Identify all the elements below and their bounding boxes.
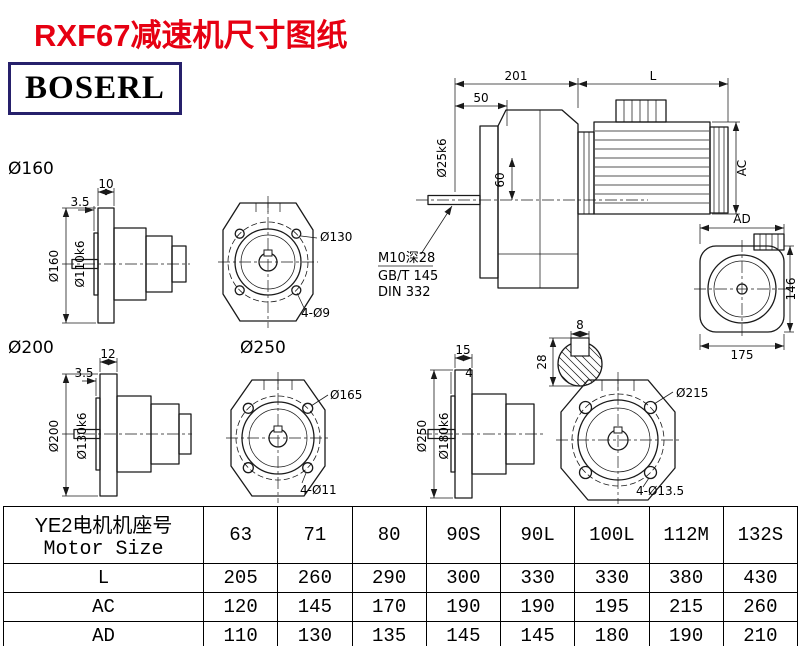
size-col-header: 132S <box>722 506 799 564</box>
note-tap: M10深28 <box>378 251 435 266</box>
flange160-spigot-label: 3.5 <box>70 195 89 209</box>
table-cell: 300 <box>425 563 502 593</box>
table-cell: 130 <box>277 621 353 646</box>
flange250-group-label: Ø250 <box>240 338 286 358</box>
flange160-thickness-label: 10 <box>98 177 113 191</box>
flange250-pilot-label: Ø180k6 <box>437 413 451 460</box>
size-col-header: 63 <box>202 506 279 564</box>
technical-drawing: 201 L 50 Ø25k6 60 AC M10深28 GB/T 145 DIN… <box>8 69 798 504</box>
flange160-pilot-label: Ø110k6 <box>73 241 87 288</box>
dim-label-50: 50 <box>473 91 488 105</box>
flange200-front-view: Ø165 4-Ø11 <box>226 372 362 503</box>
flange200-spigot-label: 3.5 <box>74 366 93 380</box>
table-cell: 330 <box>574 563 650 593</box>
page-title: RXF67减速机尺寸图纸 <box>34 18 348 53</box>
dim-label-key-height: 28 <box>535 354 549 369</box>
table-cell: 330 <box>499 563 576 593</box>
table-cell: 190 <box>425 592 502 622</box>
flange250-spigot-label: 4 <box>465 366 473 380</box>
size-col-header: 100L <box>574 506 650 564</box>
flange200-bolt-circle-label: Ø165 <box>330 388 362 402</box>
header-line-en: Motor Size <box>43 538 164 561</box>
flange160-od-label: Ø160 <box>47 250 61 282</box>
flange250-od-label: Ø250 <box>415 420 429 452</box>
shaft-end-notes: M10深28 GB/T 145 DIN 332 <box>378 205 453 300</box>
table-cell: 290 <box>351 563 427 593</box>
motor-size-header-cell: YE2电机机座号 Motor Size <box>3 506 204 564</box>
note-gbt: GB/T 145 <box>378 269 438 284</box>
note-din: DIN 332 <box>378 285 431 300</box>
flange160-side-view: 10 3.5 Ø160 Ø110k6 <box>47 177 190 324</box>
flange200-pilot-label: Ø130k6 <box>75 413 89 460</box>
table-cell: 380 <box>648 563 724 593</box>
table-cell: 195 <box>574 592 650 622</box>
dim-label-L: L <box>650 69 657 83</box>
row-label: AC <box>3 592 204 622</box>
dim-label-key-width: 8 <box>576 318 584 332</box>
flange250-thickness-label: 15 <box>455 343 470 357</box>
table-cell: 260 <box>722 592 799 622</box>
gearmotor-side-view: 201 L 50 Ø25k6 60 AC <box>416 69 749 289</box>
table-cell: 145 <box>425 621 502 646</box>
table-cell: 190 <box>648 621 724 646</box>
size-col-header: 90S <box>425 506 502 564</box>
size-col-header: 80 <box>351 506 427 564</box>
table-cell: 145 <box>277 592 353 622</box>
table-cell: 110 <box>202 621 279 646</box>
dim-label-60: 60 <box>493 172 507 187</box>
table-cell: 190 <box>499 592 576 622</box>
dim-label-175: 175 <box>731 348 754 362</box>
table-row-L: L 205 260 290 300 330 330 380 430 <box>3 563 799 593</box>
flange160-bolt-circle-label: Ø130 <box>320 230 352 244</box>
table-cell: 145 <box>499 621 576 646</box>
table-cell: 430 <box>722 563 799 593</box>
table-row-AC: AC 120 145 170 190 190 195 215 260 <box>3 592 799 622</box>
motor-dimension-table: YE2电机机座号 Motor Size 63 71 80 90S 90L 100… <box>3 506 799 646</box>
dim-label-AD: AD <box>733 212 750 226</box>
table-cell: 215 <box>648 592 724 622</box>
dim-label-146: 146 <box>784 278 798 301</box>
table-cell: 205 <box>202 563 279 593</box>
row-label: AD <box>3 621 204 646</box>
table-cell: 170 <box>351 592 427 622</box>
dim-label-AC: AC <box>735 160 749 176</box>
flange250-bolt-circle-label: Ø215 <box>676 386 708 400</box>
logo-text: BOSERL <box>25 70 165 106</box>
table-cell: 120 <box>202 592 279 622</box>
table-cell: 260 <box>277 563 353 593</box>
dim-label-201: 201 <box>505 69 528 83</box>
flange200-thickness-label: 12 <box>100 347 115 361</box>
flange250-front-view: Ø215 4-Ø13.5 <box>556 372 708 504</box>
flange160-front-view: Ø130 4-Ø9 <box>218 196 352 328</box>
row-label: L <box>3 563 204 593</box>
shaft-keyway-section: 8 28 <box>535 318 603 387</box>
flange200-group-label: Ø200 <box>8 338 54 358</box>
flange200-od-label: Ø200 <box>47 420 61 452</box>
dim-label-shaft-dia: Ø25k6 <box>435 138 449 177</box>
size-col-header: 71 <box>277 506 353 564</box>
flange160-group-label: Ø160 <box>8 159 54 179</box>
flange200-holes-label: 4-Ø11 <box>300 483 337 497</box>
table-cell: 180 <box>574 621 650 646</box>
table-cell: 210 <box>722 621 799 646</box>
size-col-header: 90L <box>499 506 576 564</box>
flange200-side-view: 12 3.5 Ø200 Ø130k6 <box>47 347 192 497</box>
table-row-AD: AD 110 130 135 145 145 180 190 210 <box>3 621 799 646</box>
motor-end-view: AD 146 175 <box>694 212 798 362</box>
header-line-cn: YE2电机机座号 <box>34 515 173 537</box>
table-header-row: YE2电机机座号 Motor Size 63 71 80 90S 90L 100… <box>3 506 799 564</box>
table-cell: 135 <box>351 621 427 646</box>
flange250-holes-label: 4-Ø13.5 <box>636 484 684 498</box>
boserl-logo: BOSERL <box>8 62 182 115</box>
flange160-holes-label: 4-Ø9 <box>301 306 330 320</box>
size-col-header: 112M <box>648 506 724 564</box>
flange250-side-view: 15 4 Ø250 Ø180k6 <box>415 343 545 499</box>
